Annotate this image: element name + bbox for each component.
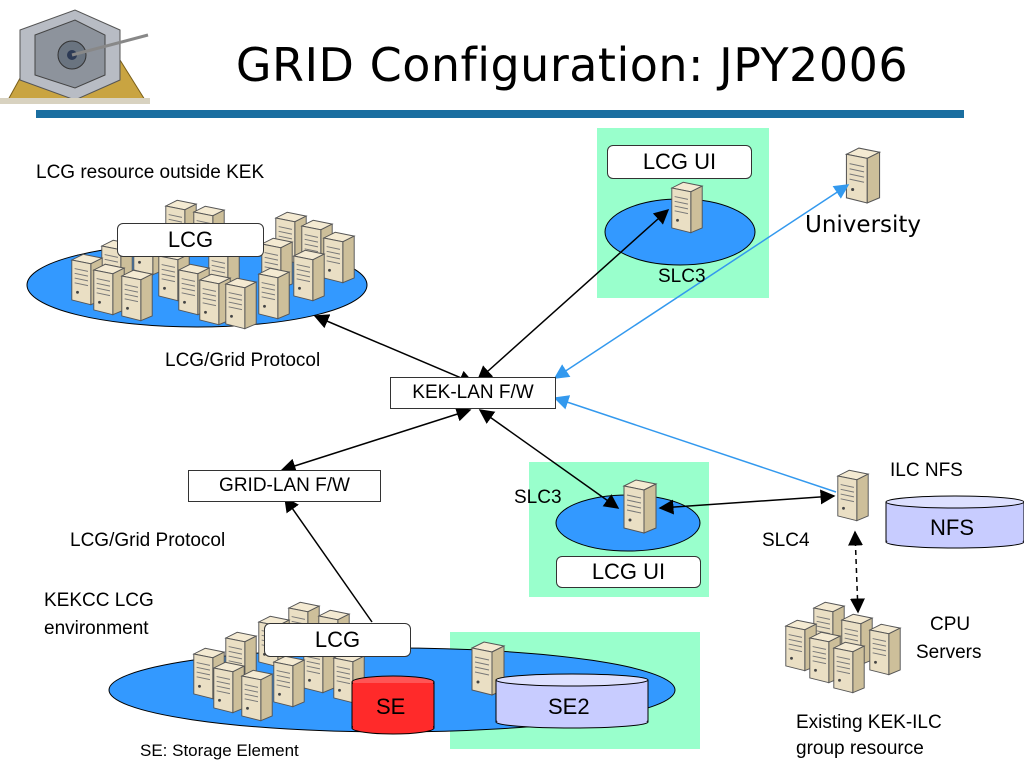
se2-label: SE2 — [548, 694, 590, 719]
university-label: University — [805, 212, 922, 238]
link-lcg-ui-mid-to-ilc — [658, 489, 836, 515]
detector-logo — [0, 9, 150, 104]
slc4-label: SLC4 — [762, 530, 810, 551]
cpu-servers-label-line2: Servers — [916, 642, 982, 663]
nfs-storage-drum-icon — [885, 495, 1024, 549]
lcg-outside-label: LCG resource outside KEK — [36, 162, 265, 183]
existing-resource-label-line1: Existing KEK-ILC — [796, 712, 942, 733]
kekcc-label-line2: environment — [44, 618, 149, 639]
se2-storage-drum-icon — [495, 673, 649, 729]
slc3-mid-label: SLC3 — [514, 487, 562, 508]
link-kek-fw-to-lcg-ui-mid — [478, 409, 620, 509]
lcg-top-box: LCG — [117, 223, 264, 257]
lcg-grid-protocol-top-label: LCG/Grid Protocol — [165, 350, 321, 371]
kekcc-label-line1: KEKCC LCG — [44, 590, 154, 611]
cpu-server-cluster — [785, 601, 901, 694]
link-kek-fw-to-grid-fw — [280, 406, 472, 474]
lcg-ui-mid-box: LCG UI — [556, 556, 701, 588]
ilc-nfs-label: ILC NFS — [890, 460, 963, 481]
slc3-top-label: SLC3 — [658, 266, 706, 287]
link-lcg-to-kek-fw — [313, 314, 475, 385]
lcg-ui-top-server-icon — [671, 181, 703, 234]
nfs-label: NFS — [930, 515, 974, 540]
university-server-icon — [845, 147, 881, 204]
title-divider — [36, 110, 964, 118]
se-label: SE — [376, 694, 406, 719]
lcg-ui-top-box: LCG UI — [607, 145, 752, 179]
lcg-grid-protocol-bottom-label: LCG/Grid Protocol — [70, 530, 226, 551]
cpu-servers-label-line1: CPU — [930, 614, 971, 635]
link-kek-fw-to-university — [553, 184, 850, 379]
ilc-nfs-server-icon — [837, 469, 869, 522]
lcg-ui-mid-server-icon — [623, 479, 657, 534]
link-kekcc-to-grid-fw — [284, 496, 373, 623]
se-storage-drum-icon — [351, 675, 435, 735]
grid-lan-fw-box: GRID-LAN F/W — [188, 470, 381, 502]
link-ilc-to-cpu-servers — [848, 530, 865, 614]
existing-resource-label-line2: group resource — [796, 738, 924, 759]
kek-lan-fw-box: KEK-LAN F/W — [390, 377, 556, 409]
se-note-label: SE: Storage Element — [140, 741, 299, 760]
page-title: GRID Configuration: JPY2006 — [235, 38, 909, 92]
lcg-bottom-box: LCG — [264, 623, 411, 657]
